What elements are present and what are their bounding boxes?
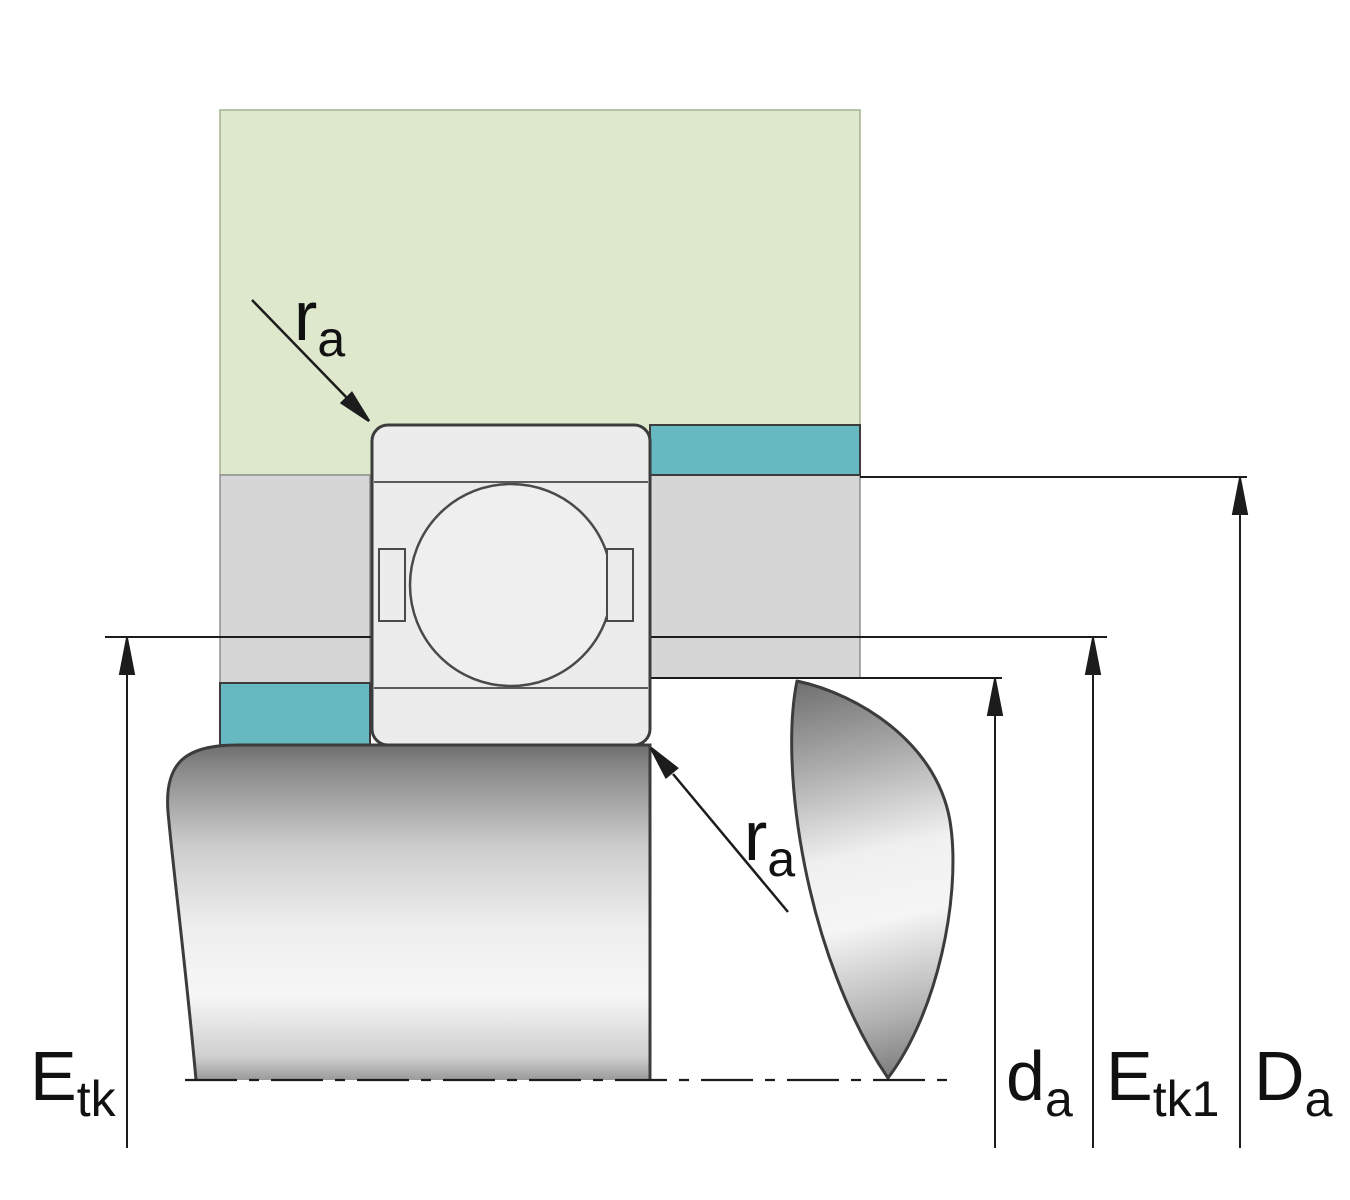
housing-block [219,109,861,476]
shaft [166,679,955,1081]
label-etk1-base: E [1106,1037,1153,1115]
label-etk1-sub: tk1 [1153,1071,1220,1127]
ra-bottom-arrowhead-icon [649,747,679,780]
ra-bottom-leader-line [672,773,789,913]
label-Da-base: D [1254,1037,1305,1115]
labels: ra ra Etk da Etk1 Da [30,277,1333,1127]
housing-bore-right [649,474,861,679]
cage-left [378,548,406,622]
Da-arrowhead-icon [1231,477,1249,515]
label-etk-base: E [30,1037,77,1115]
label-Da: Da [1254,1037,1333,1127]
housing [219,109,861,746]
ra-top-arrowhead-icon [339,391,371,423]
etk1-arrowhead-icon [1084,637,1102,675]
label-etk: Etk [30,1037,117,1127]
label-da: da [1006,1037,1073,1127]
ball [408,482,614,688]
label-da-sub: a [1045,1071,1073,1127]
abutment-strip-left [219,682,371,746]
label-ra-bottom-base: r [744,797,767,875]
label-ra-top: ra [294,277,345,367]
label-ra-top-base: r [294,277,317,355]
extension-lines [105,476,1247,679]
shaft-contour [166,743,652,1081]
da-arrowhead-icon [986,678,1004,716]
etk-arrowhead-icon [118,637,136,675]
label-da-base: d [1006,1037,1045,1115]
housing-bore-left [219,474,371,686]
label-ra-top-sub: a [317,311,345,367]
cage-right [606,548,634,622]
label-ra-bottom-sub: a [767,831,795,887]
bearing [370,423,652,747]
shaft-shoulder-surface [790,679,955,1080]
dimension-lines [118,477,1249,1148]
label-ra-bottom: ra [744,797,795,887]
label-Da-sub: a [1305,1071,1333,1127]
label-etk1: Etk1 [1106,1037,1219,1127]
ra-top-leader-line [251,299,349,400]
radius-leaders [251,299,789,913]
abutment-strip-top [649,424,861,476]
label-etk-sub: tk [77,1071,117,1127]
shaft-body [167,745,650,1080]
